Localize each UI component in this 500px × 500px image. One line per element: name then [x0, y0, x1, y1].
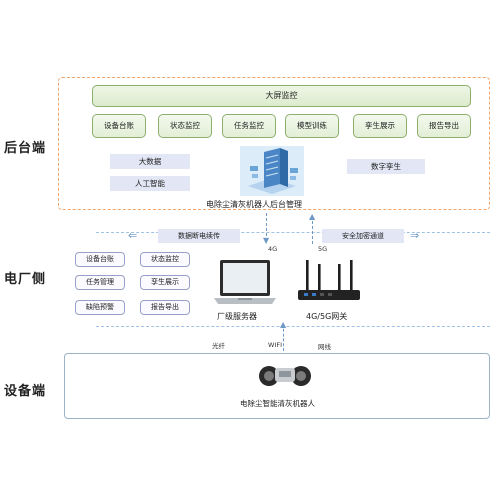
digital-twin-tag: 数字孪生 — [347, 159, 425, 174]
module-device-ledger: 设备台账 — [92, 114, 146, 138]
backend-system-title: 电除尘清灰机器人后台管理 — [206, 199, 302, 210]
gateway-label: 4G/5G网关 — [306, 311, 347, 322]
module-model-training: 模型训练 — [285, 114, 339, 138]
arrow-left-icon: ⇐ — [128, 229, 137, 242]
zone-label-device: 设备端 — [4, 380, 46, 399]
robot-label: 电除尘智能清灰机器人 — [240, 398, 315, 409]
plant-item-twin-display: 孪生展示 — [140, 275, 190, 290]
plant-top-divider — [96, 232, 490, 233]
data-resume-banner: 数据断电续传 — [158, 229, 240, 243]
laptop-server-icon — [212, 258, 278, 306]
arrow-up-wifi: ▲ — [280, 320, 286, 329]
cleaning-robot-icon — [255, 360, 315, 390]
plant-item-status-monitor: 状态监控 — [140, 252, 190, 267]
module-task-monitor: 任务监控 — [222, 114, 276, 138]
big-data-tag: 大数据 — [110, 154, 190, 169]
arrow-up-5g: ▲ — [309, 212, 315, 221]
arrow-down-4g: ▼ — [263, 236, 269, 245]
plant-bottom-divider — [96, 326, 490, 327]
label-fiber: 光纤 — [212, 340, 225, 350]
router-gateway-icon — [294, 258, 364, 304]
module-report-export: 报告导出 — [417, 114, 471, 138]
secure-channel-banner: 安全加密通道 — [322, 229, 404, 243]
label-cable: 网线 — [318, 341, 331, 351]
arrow-right-icon: ⇒ — [410, 229, 419, 242]
module-twin-display: 孪生展示 — [353, 114, 407, 138]
zone-label-backend: 后台端 — [4, 137, 46, 156]
plant-server-label: 厂级服务器 — [217, 311, 257, 322]
label-5g: 5G — [318, 245, 327, 253]
plant-item-device-ledger: 设备台账 — [75, 252, 125, 267]
label-4g: 4G — [268, 245, 277, 253]
server-rack-icon — [240, 146, 304, 196]
label-wifi: WIFI — [268, 341, 282, 349]
module-status-monitor: 状态监控 — [158, 114, 212, 138]
big-screen-monitor-bar: 大屏监控 — [92, 85, 471, 107]
plant-item-defect-warning: 缺陷预警 — [75, 300, 125, 315]
ai-tag: 人工智能 — [110, 176, 190, 191]
plant-item-task-management: 任务管理 — [75, 275, 125, 290]
plant-item-report-export: 报告导出 — [140, 300, 190, 315]
zone-label-plant: 电厂侧 — [4, 268, 46, 287]
